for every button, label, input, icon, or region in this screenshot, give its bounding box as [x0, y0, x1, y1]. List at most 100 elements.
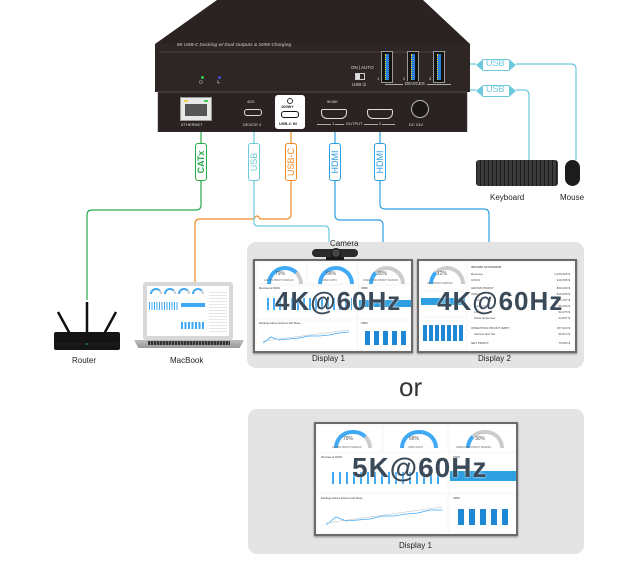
- single-display-screen: 79% GROSS PROFIT MARGIN 68% OPEX RATIO 3…: [314, 422, 518, 536]
- row-value: 75,085 $: [558, 341, 570, 345]
- usb-tag-keyboard: USB: [476, 84, 516, 97]
- row-label: NET PROFIT: [471, 341, 489, 345]
- display-2-screen: 12% NET PROFIT MARGIN INCOME STATEMENT R…: [417, 259, 577, 353]
- row-label: OPEX: [471, 292, 480, 296]
- display-1-screen: 79% GROSS PROFIT MARGIN 68% OPEX RATIO 3…: [253, 259, 413, 353]
- gauge-label: OPERATING PROFIT MARGIN: [456, 446, 492, 449]
- row-label: Marketing: [474, 304, 488, 308]
- usbc-in-top-label: 100W+: [281, 104, 294, 109]
- gauge-value: 30%: [475, 436, 486, 442]
- row-value: 1,010,925 $: [554, 272, 570, 276]
- usb-power-switch[interactable]: [355, 73, 365, 80]
- usb-port-3[interactable]: [433, 51, 445, 83]
- usb-port-3-number: 3: [429, 76, 432, 81]
- row-value: 14,807 $: [558, 316, 570, 320]
- gauge-label: OPERATING PROFIT MARGIN: [363, 279, 399, 282]
- single-display-label: Display 1: [399, 541, 432, 550]
- gauge-label: GROSS PROFIT MARGIN: [264, 279, 294, 282]
- row-value: 510,095 $: [556, 292, 570, 296]
- gauge-value: 30%: [377, 271, 388, 277]
- output-1-label: 1: [331, 121, 336, 126]
- keyboard-label: Keyboard: [490, 193, 525, 202]
- gauge-value: 68%: [409, 436, 420, 442]
- row-label: COGS: [471, 278, 480, 282]
- display-2-resolution: 4K@60Hz: [437, 286, 564, 316]
- usb-keyboard-cable: [466, 89, 530, 160]
- power-led: [201, 76, 204, 79]
- usbc-in-label: USB-C IN: [279, 121, 297, 126]
- usb-tag-camera: USB: [248, 143, 260, 181]
- usbc-in-indicator: [287, 98, 293, 104]
- keyboard-image: [476, 160, 558, 186]
- usb-camera-cable: [253, 130, 330, 248]
- usb-mouse-cable: [466, 63, 577, 160]
- hdmi1-cable: [334, 130, 384, 258]
- row-label: Other Expenses: [474, 316, 496, 320]
- or-separator: or: [399, 372, 423, 402]
- row-value: 800,230 $: [556, 286, 570, 290]
- gauge-value: 68%: [326, 271, 337, 277]
- ethernet-label: ETHERNET: [181, 122, 203, 127]
- row-value: 88,204 $: [558, 304, 570, 308]
- product-label: 8K USB-C Docking w/ Dual Outputs & 100W …: [177, 42, 292, 47]
- usb-tag-camera-text: USB: [249, 152, 259, 172]
- card-title: Earnings before Interest and Taxes: [321, 497, 363, 500]
- mouse-label: Mouse: [560, 193, 585, 202]
- devices-label: DEVICES: [403, 81, 427, 86]
- docking-station: 8K USB-C Docking w/ Dual Outputs & 100W …: [155, 0, 470, 132]
- dc-label: DC 24V: [409, 122, 424, 127]
- usb-tag-keyboard-text: USB: [486, 84, 505, 94]
- hdmi1-tag: HDMI: [329, 143, 341, 181]
- dc-port[interactable]: [411, 100, 429, 118]
- usb-tag-mouse: USB: [476, 58, 516, 71]
- output-label: OUTPUT: [344, 121, 365, 126]
- gauge-value: 79%: [343, 436, 354, 442]
- card-title: CPEX: [361, 322, 368, 325]
- usbc-cable: [194, 130, 292, 283]
- hdmi-port-2[interactable]: [367, 109, 393, 119]
- power-icon: ⏻: [199, 80, 203, 86]
- card-title: CPEX: [453, 497, 460, 500]
- ethernet-port[interactable]: [180, 97, 212, 121]
- gauge-label: GROSS PROFIT MARGIN: [332, 446, 362, 449]
- row-label: Revenue: [471, 272, 484, 276]
- display-1-resolution: 4K@60Hz: [275, 286, 402, 316]
- row-label: GROSS PROFIT: [471, 286, 494, 290]
- hdmi2-cable: [379, 130, 490, 258]
- usbc-tag: USB-C: [285, 143, 297, 181]
- router-label: Router: [72, 356, 97, 365]
- hdmi2-tag-text: HDMI: [375, 150, 385, 174]
- device4-port[interactable]: [244, 109, 262, 116]
- hdmi2-tag: HDMI: [374, 143, 386, 181]
- hdmi-port-1[interactable]: [321, 109, 347, 119]
- row-label: OPERATING PROFIT (EBIT): [471, 326, 510, 330]
- display-1-label: Display 1: [312, 354, 345, 363]
- display-2-label: Display 2: [478, 354, 511, 363]
- macbook-image: [134, 282, 244, 352]
- charge-led: [218, 76, 221, 79]
- gauge-label: OPEX RATIO: [408, 446, 424, 449]
- usb-port-1[interactable]: [381, 51, 393, 83]
- mouse-image: [565, 160, 580, 186]
- single-display-resolution: 5K@60Hz: [352, 452, 488, 483]
- hdmi1-tag-text: HDMI: [330, 150, 340, 174]
- row-label: Interest and Tax: [474, 332, 496, 336]
- statement-title: INCOME STATEMENT: [471, 265, 502, 269]
- card-title: Revenue & COGS: [259, 287, 280, 290]
- catx-cable: [86, 130, 202, 300]
- card-title: OPEX: [361, 287, 368, 290]
- usb-power-label: USB ⏻: [352, 82, 367, 87]
- catx-tag-text: CATx: [196, 150, 206, 174]
- row-value: 245,107 $: [556, 298, 570, 302]
- camera-image: [312, 248, 358, 260]
- usbc-in-port[interactable]: [281, 111, 299, 118]
- router-image: [52, 300, 122, 352]
- gauge-label: OPEX RATIO: [322, 279, 338, 282]
- gauge-value: 12%: [437, 271, 448, 277]
- row-value: 50,513 $: [558, 332, 570, 336]
- device4-top-label: 40G: [247, 99, 255, 104]
- row-value: 210,695 $: [556, 278, 570, 282]
- camera-label: Camera: [330, 239, 359, 248]
- card-title: Earnings before Interest and Taxes: [259, 322, 301, 325]
- usb-port-2[interactable]: [407, 51, 419, 83]
